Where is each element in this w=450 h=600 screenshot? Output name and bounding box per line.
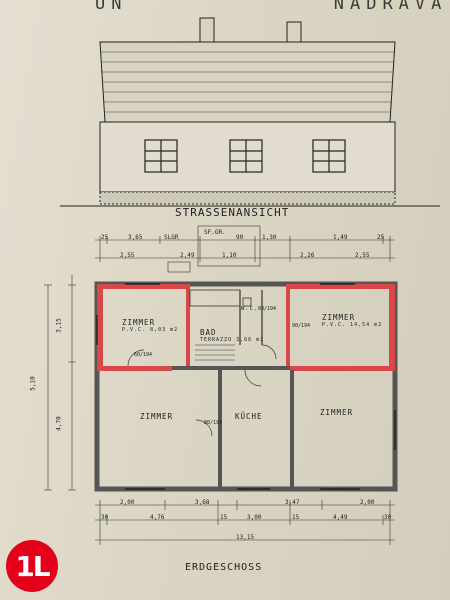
dim-bottom2-7: 30 xyxy=(384,514,392,521)
dim-bottom-4: 2,00 xyxy=(360,499,375,506)
dim-bottom-1: 2,00 xyxy=(120,499,135,506)
dim-bottom2-3: 15 xyxy=(220,514,228,521)
dimension-lines-top xyxy=(95,225,395,273)
dim-bottom-3: 3,47 xyxy=(285,499,300,506)
dim-left-upper: 3,15 xyxy=(55,318,63,333)
room-kuche: KÜCHE xyxy=(235,412,263,421)
dim-top-3: SLGR xyxy=(164,234,179,241)
dim-second-5: 2,55 xyxy=(355,252,370,259)
dim-bottom2-4: 3,00 xyxy=(247,514,262,521)
dim-top-5: 90 xyxy=(236,234,244,241)
street-elevation-label: STRASSENANSICHT xyxy=(175,206,290,219)
dim-bottom-2: 3,68 xyxy=(195,499,210,506)
dim-left-lower: 4,70 xyxy=(55,416,63,431)
dim-top-8: 25 xyxy=(377,234,385,241)
door-mark-4: 60/194 xyxy=(134,352,153,358)
room-zimmer-bottom-left: ZIMMER xyxy=(140,412,174,421)
dimension-lines-bottom xyxy=(95,500,395,545)
dim-top-1: 25 xyxy=(101,234,109,241)
dim-top-4: SF.GR. xyxy=(204,229,226,236)
dim-total: 13,15 xyxy=(236,534,255,541)
brand-logo: 1L xyxy=(6,540,58,592)
dim-top-7: 1,49 xyxy=(333,234,348,241)
dim-second-4: 2,26 xyxy=(300,252,315,259)
dim-bottom2-2: 4,76 xyxy=(150,514,165,521)
floor-title: ERDGESCHOSS xyxy=(185,562,263,573)
dim-bottom2-6: 4,49 xyxy=(333,514,348,521)
room-wc: W.C. xyxy=(241,306,259,312)
dim-bottom2-1: 30 xyxy=(101,514,109,521)
door-mark-2: 90/194 xyxy=(292,323,311,329)
dim-bottom2-5: 15 xyxy=(292,514,300,521)
room-zimmer-top-left: ZIMMER P.V.C. 8,03 m2 xyxy=(122,318,179,333)
room-zimmer-top-right: ZIMMER P.V.C. 14,54 m2 xyxy=(322,313,383,328)
dim-second-2: 2,49 xyxy=(180,252,195,259)
dim-second-3: 1,10 xyxy=(222,252,237,259)
dim-second-1: 2,55 xyxy=(120,252,135,259)
dim-top-6: 1,30 xyxy=(262,234,277,241)
street-elevation xyxy=(60,17,440,207)
door-mark-1: 80/194 xyxy=(204,420,223,426)
door-mark-3: 80/194 xyxy=(258,306,277,312)
dimension-lines-left xyxy=(44,275,76,491)
room-bad: BAD TERRAZZO 3,66 m2 xyxy=(200,328,265,343)
room-zimmer-bottom-right: ZIMMER xyxy=(320,408,354,417)
floor-plan-walls xyxy=(94,281,398,492)
header-fragment: UN NADRAVA IN xyxy=(95,0,450,14)
dim-top-2: 3,65 xyxy=(128,234,143,241)
dim-left-total: 5,10 xyxy=(29,376,37,391)
